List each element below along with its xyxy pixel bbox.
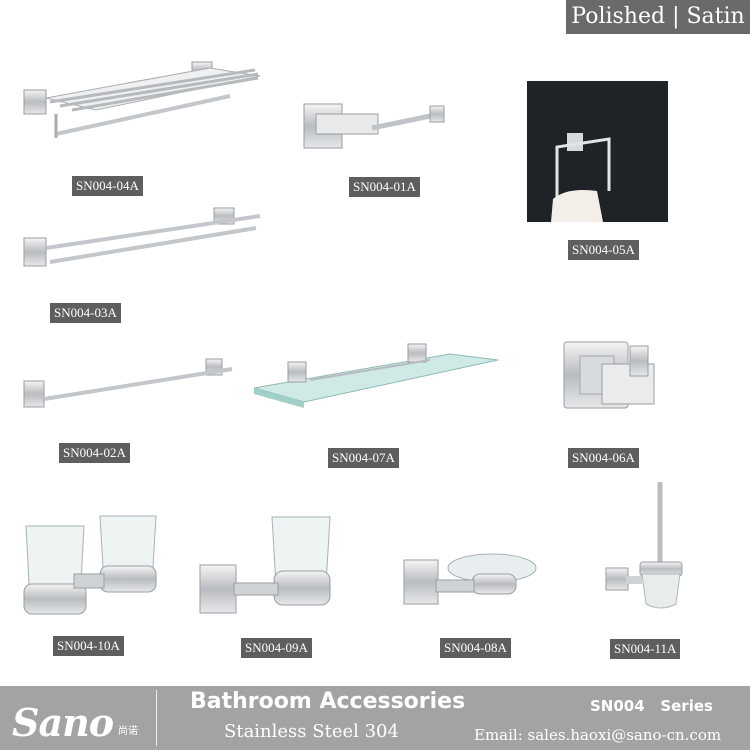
product-code-label: SN004-08A	[440, 638, 511, 658]
toilet-brush-image	[605, 482, 683, 609]
single-towel-bar-image	[23, 358, 233, 408]
robe-hook-image	[563, 341, 655, 409]
product-code-label: SN004-10A	[53, 636, 124, 656]
product-code-label: SN004-11A	[610, 639, 681, 659]
product-code-label: SN004-02A	[59, 443, 130, 463]
series-text: SN004 Series	[590, 697, 713, 715]
footer-divider	[156, 690, 157, 746]
product-code-label: SN004-06A	[568, 448, 639, 468]
product-code-label: SN004-01A	[349, 177, 420, 197]
glass-shelf-image	[253, 343, 499, 408]
finish-badge: Polished | Satin	[566, 0, 750, 34]
material-text: Stainless Steel 304	[224, 721, 399, 742]
product-code-label: SN004-05A	[568, 240, 639, 260]
double-tumbler-image	[23, 515, 157, 615]
double-towel-bar-image	[23, 207, 261, 267]
product-code-label: SN004-09A	[241, 638, 312, 658]
product-code-label: SN004-04A	[72, 176, 143, 196]
single-tumbler-image	[199, 516, 331, 614]
category-title: Bathroom Accessories	[190, 689, 466, 714]
brand-logo: Sano	[12, 700, 114, 745]
towel-ring-image	[527, 81, 668, 222]
towel-rack-image	[23, 61, 261, 138]
footer-bar	[0, 686, 750, 750]
brand-logo-chinese: 尚诺	[118, 726, 138, 737]
product-code-label: SN004-07A	[328, 448, 399, 468]
paper-holder-image	[303, 103, 445, 149]
soap-dish-image	[403, 553, 537, 605]
email-link[interactable]: Email: sales.haoxi@sano-cn.com	[474, 726, 722, 744]
product-code-label: SN004-03A	[50, 303, 121, 323]
